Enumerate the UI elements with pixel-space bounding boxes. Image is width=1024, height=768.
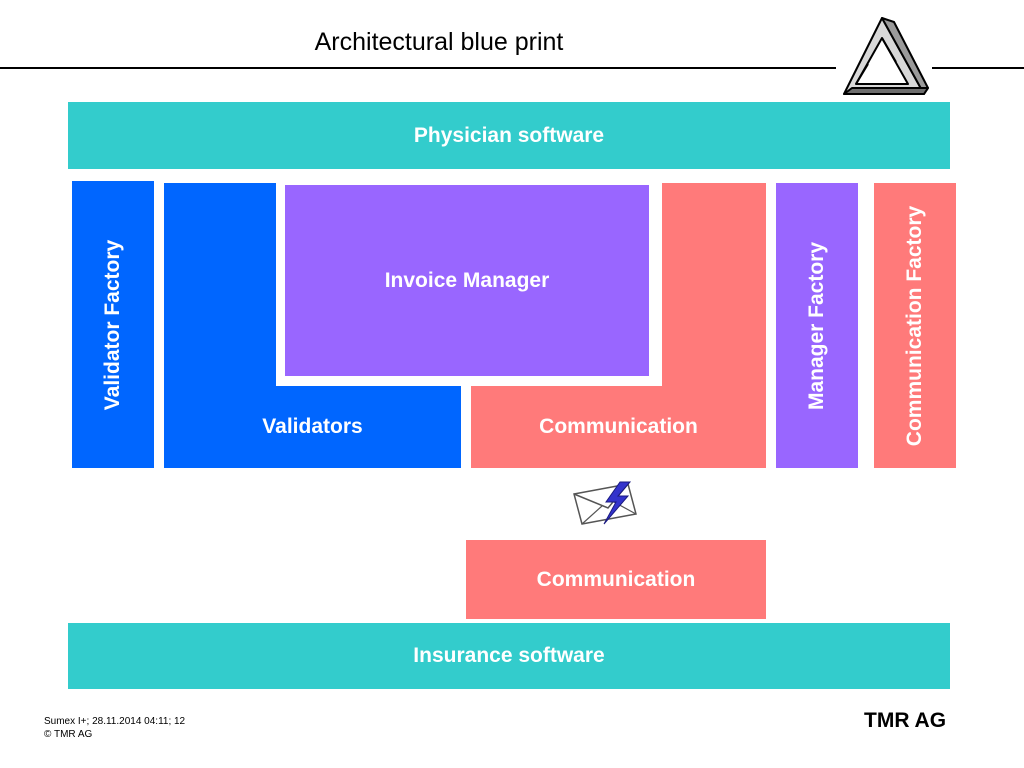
invoice-manager-label: Invoice Manager: [384, 269, 550, 292]
validator-factory-box: Validator Factory: [72, 181, 154, 468]
insurance-software-box: Insurance software: [68, 623, 950, 689]
insurance-software-label: Insurance software: [413, 644, 605, 667]
physician-software-label: Physician software: [413, 123, 605, 147]
communication-factory-box: Communication Factory: [874, 183, 956, 468]
envelope-lightning-icon: [573, 481, 637, 525]
footer-line-1: Sumex I+; 28.11.2014 04:11; 12: [44, 716, 186, 727]
validators-box: Validators: [164, 386, 461, 468]
communication-factory-label: Communication Factory: [903, 205, 926, 446]
communication-upper-box: Communication: [471, 386, 766, 468]
footer-info: Sumex I+; 28.11.2014 04:11; 12 © TMR AG: [44, 715, 185, 741]
manager-factory-label: Manager Factory: [805, 241, 828, 410]
physician-software-box: Physician software: [68, 102, 950, 169]
title-rule-right: [932, 67, 1024, 69]
validators-box-upper: [164, 183, 276, 386]
impossible-triangle-icon: [843, 17, 929, 95]
communication-lower-box: Communication: [466, 540, 766, 619]
footer-line-2: © TMR AG: [44, 729, 93, 740]
validator-factory-label: Validator Factory: [101, 239, 124, 410]
company-brand: TMR AG: [864, 709, 947, 732]
communication-lower-label: Communication: [536, 567, 696, 591]
validators-label: Validators: [262, 415, 363, 438]
communication-upper-label: Communication: [539, 415, 698, 438]
slide-title: Architectural blue print: [314, 28, 564, 56]
manager-factory-box: Manager Factory: [776, 183, 858, 468]
communication-upper-box-right: [662, 183, 766, 386]
invoice-manager-box: Invoice Manager: [285, 185, 649, 376]
title-rule-left: [0, 67, 836, 69]
